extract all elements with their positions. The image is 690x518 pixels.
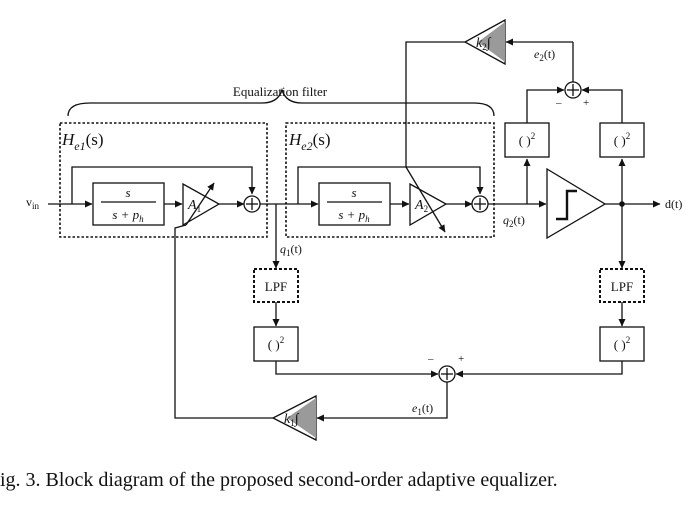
- lpf-block-q1-label: LPF: [265, 279, 287, 294]
- e1-label: e1(t): [412, 401, 433, 417]
- slicer-step-icon: [556, 189, 577, 221]
- square-block-q1: [253, 326, 299, 362]
- output-label: d(t): [665, 197, 682, 211]
- tf2-numerator: s: [351, 185, 356, 200]
- square-block-d-lower-label: ( )2: [614, 335, 630, 352]
- equalization-filter-label: Equalization filter: [233, 84, 328, 99]
- square-d-to-sum3: [581, 86, 623, 123]
- tf1-numerator: s: [125, 185, 130, 200]
- square-d-lower-to-sum4: [455, 361, 623, 378]
- k2-to-amp2: [405, 41, 465, 167]
- square-block-d-label: ( )2: [614, 131, 630, 148]
- figure-caption: ig. 3. Block diagram of the proposed sec…: [0, 469, 558, 491]
- comparator-slicer: [546, 167, 607, 240]
- bypass-path-2: [297, 166, 484, 204]
- square-block-q2-label: ( )2: [519, 131, 535, 148]
- sum4-to-k1: [316, 382, 448, 422]
- lpf-block-q1: [253, 268, 299, 303]
- transfer-function-box-2: [318, 182, 391, 226]
- amplifier-a2-variable-arrow: [405, 166, 446, 233]
- k1-to-amp1: [174, 224, 273, 419]
- amplifier-a2-label: A2: [414, 198, 428, 214]
- square-block-d: [599, 122, 645, 158]
- filter-block-1: [59, 122, 268, 238]
- summer-4-plus: +: [458, 353, 464, 365]
- amplifier-a1: [182, 182, 221, 227]
- equalization-filter-brace: [67, 87, 495, 117]
- tf2-denominator: s + ph: [338, 207, 370, 224]
- amplifier-a1-variable-arrow: [185, 182, 215, 226]
- integrator-k1-label: k1∫: [284, 412, 300, 428]
- input-label: vin: [26, 195, 40, 211]
- tf1-denominator: s + ph: [112, 207, 144, 224]
- summer-3-minus: –: [555, 97, 562, 109]
- filter-block-1-title: He1(s): [61, 130, 104, 153]
- amplifier-a1-label: A1: [187, 198, 201, 214]
- q2-label: q2(t): [503, 213, 525, 229]
- filter-block-2-title: He2(s): [288, 130, 331, 153]
- filter-block-2: [285, 122, 495, 238]
- integrator-k2-label: k2∫: [476, 36, 492, 52]
- lpf-block-d: [599, 268, 645, 303]
- summer-3-plus: +: [583, 97, 589, 109]
- square-block-q1-label: ( )2: [268, 335, 284, 352]
- e2-label: e2(t): [534, 47, 555, 63]
- lpf-block-d-label: LPF: [611, 279, 633, 294]
- integrator-k2-shade: [478, 22, 505, 62]
- transfer-function-box-1: [92, 182, 165, 226]
- summer-4-minus: –: [427, 353, 434, 365]
- integrator-k1-shade: [287, 398, 316, 438]
- q1-label: q1(t): [280, 242, 302, 258]
- bypass-path-1: [71, 166, 256, 204]
- square-q1-to-sum4: [275, 361, 439, 378]
- square-q2-to-sum3: [526, 86, 565, 123]
